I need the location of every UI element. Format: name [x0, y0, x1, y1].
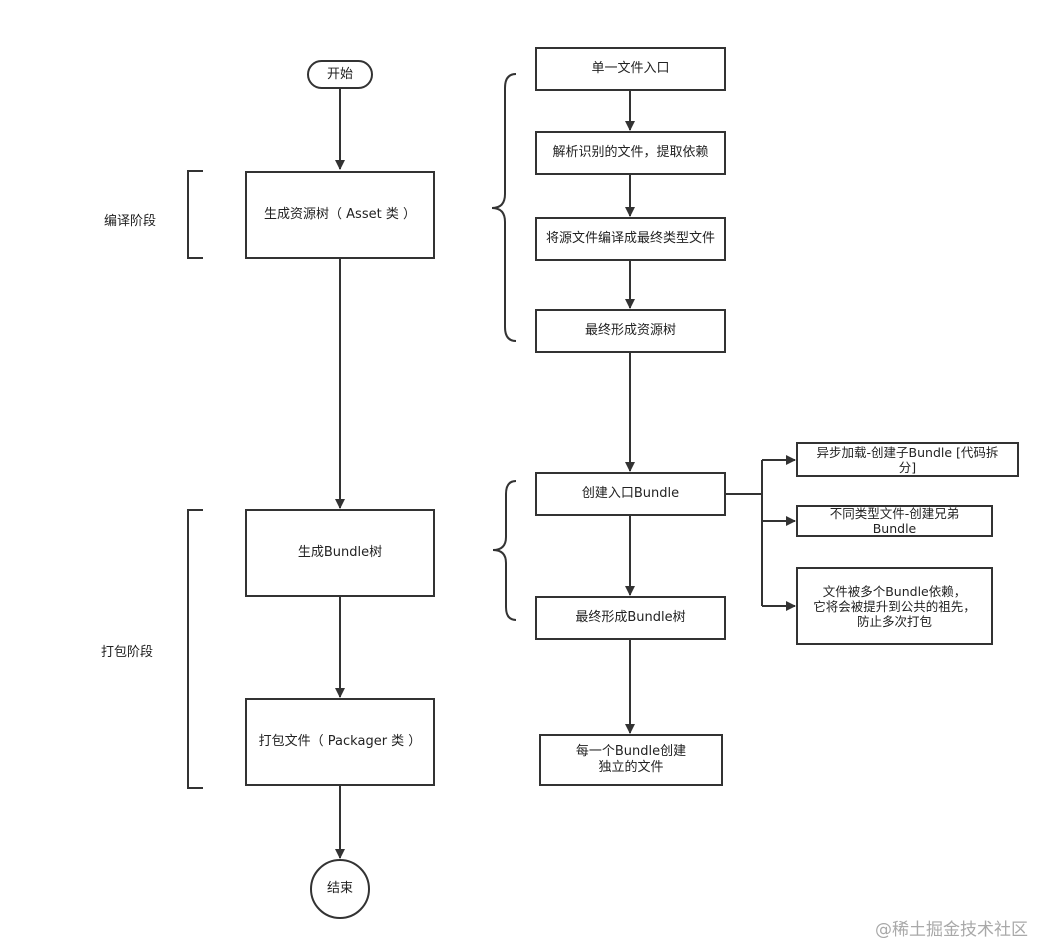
common-ancestor-node: 文件被多个Bundle依赖， 它将会被提升到公共的祖先， 防止多次打包 [796, 567, 993, 645]
compile-node: 将源文件编译成最终类型文件 [535, 217, 726, 261]
start-node: 开始 [307, 60, 373, 89]
bundle-tree-node: 生成Bundle树 [245, 509, 435, 597]
async-child-bundle-node: 异步加载-创建子Bundle [代码拆 分] [796, 442, 1019, 477]
packager-node: 打包文件（ Packager 类 ） [245, 698, 435, 786]
final-asset-tree-node: 最终形成资源树 [535, 309, 726, 353]
watermark-text: @稀土掘金技术社区 [875, 920, 1028, 940]
each-bundle-file-node: 每一个Bundle创建 独立的文件 [539, 734, 723, 786]
single-entry-node: 单一文件入口 [535, 47, 726, 91]
parse-deps-node: 解析识别的文件，提取依赖 [535, 131, 726, 175]
phase-label-compile: 编译阶段 [104, 214, 157, 229]
sibling-bundle-node: 不同类型文件-创建兄弟 Bundle [796, 505, 993, 537]
create-entry-bundle-node: 创建入口Bundle [535, 472, 726, 516]
asset-tree-node: 生成资源树（ Asset 类 ） [245, 171, 435, 259]
brace-bundle-steps [492, 480, 517, 621]
phase-label-package: 打包阶段 [101, 645, 154, 660]
bracket-package-phase [187, 509, 203, 789]
brace-asset-steps [491, 73, 517, 342]
bracket-compile-phase [187, 170, 203, 259]
final-bundle-tree-node: 最终形成Bundle树 [535, 596, 726, 640]
end-node: 结束 [310, 859, 370, 919]
